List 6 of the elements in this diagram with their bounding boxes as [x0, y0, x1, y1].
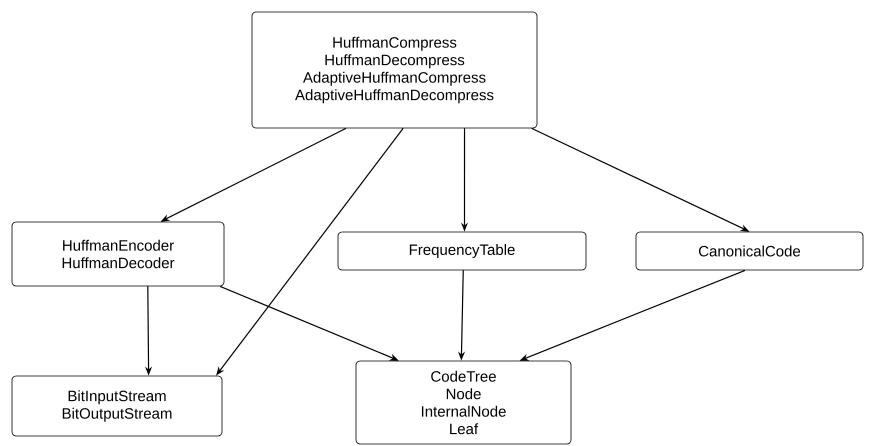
- class-box: HuffmanCompress HuffmanDecompress AdaptiveHuffmanCompress AdaptiveHuffmanDecompress: [252, 12, 538, 128]
- class-box: HuffmanEncoder HuffmanDecoder: [12, 222, 224, 286]
- class-box: CodeTree Node InternalNode Leaf: [356, 360, 572, 444]
- class-box: CanonicalCode: [636, 232, 864, 270]
- class-box: FrequencyTable: [338, 232, 586, 270]
- class-box: BitInputStream BitOutputStream: [12, 376, 222, 436]
